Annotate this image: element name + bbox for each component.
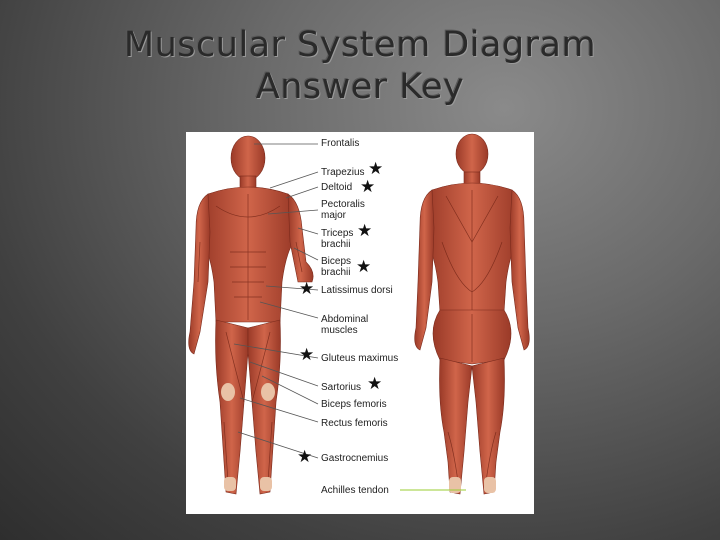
star-icon: ★: [360, 177, 376, 196]
front-body: [188, 135, 314, 495]
leader-lines: [233, 143, 319, 459]
anatomy-illustration: [188, 133, 530, 495]
label-abdominal-2: muscles: [321, 325, 358, 336]
label-deltoid: Deltoid: [321, 182, 353, 193]
label-gastrocnemius: Gastrocnemius: [321, 453, 389, 464]
star-icon: ★: [299, 279, 315, 298]
label-achilles: Achilles tendon: [321, 485, 389, 496]
front-muscle-lines: [197, 194, 303, 483]
star-icon: ★: [368, 159, 384, 178]
label-pectoralis-1: Pectoralis: [321, 199, 365, 210]
star-icon: ★: [297, 447, 313, 466]
star-icon: ★: [357, 221, 373, 240]
label-biceps-2: brachii: [321, 267, 351, 278]
label-rectus-femoris: Rectus femoris: [321, 418, 388, 429]
label-frontalis: Frontalis: [321, 138, 360, 149]
label-pectoralis-2: major: [321, 210, 347, 221]
label-abdominal-1: Abdominal: [321, 314, 369, 325]
back-tendons: [449, 477, 496, 493]
label-gluteus: Gluteus maximus: [321, 353, 399, 364]
label-biceps-femoris: Biceps femoris: [321, 399, 387, 410]
star-icon: ★: [367, 374, 383, 393]
slide-title: Muscular System Diagram Answer Key: [0, 24, 720, 108]
label-trapezius: Trapezius: [321, 167, 365, 178]
label-sartorius: Sartorius: [321, 382, 362, 393]
front-tendons: [221, 383, 275, 491]
label-latissimus: Latissimus dorsi: [321, 285, 393, 296]
star-icon: ★: [356, 257, 372, 276]
label-biceps-1: Biceps: [321, 256, 352, 267]
star-icon: ★: [299, 345, 315, 364]
label-triceps-1: Triceps: [321, 228, 354, 239]
title-line-2: Answer Key: [255, 67, 465, 107]
muscle-diagram: Frontalis Trapezius Deltoid Pectoralis m…: [186, 132, 534, 514]
label-triceps-2: brachii: [321, 239, 351, 250]
title-line-1: Muscular System Diagram: [123, 25, 597, 65]
